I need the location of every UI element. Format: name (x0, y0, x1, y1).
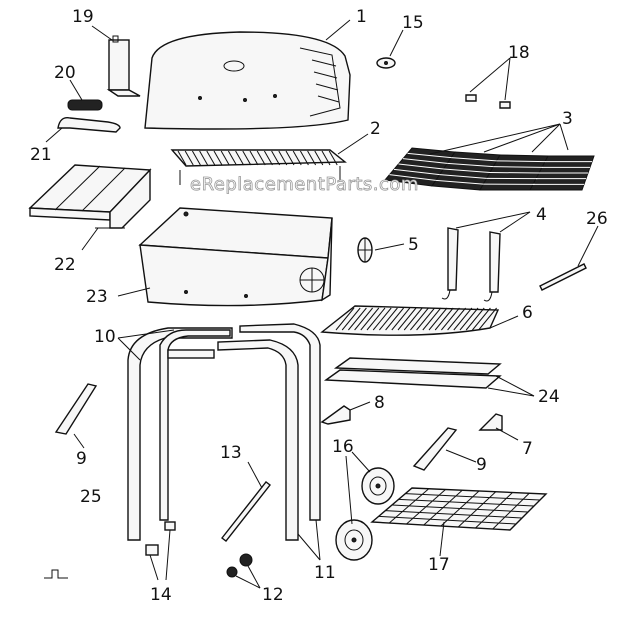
callout-7: 7 (522, 439, 533, 459)
callout-1: 1 (356, 7, 367, 27)
part-3-charcoal-grates (384, 147, 595, 191)
callout-23: 23 (86, 287, 108, 307)
part-15-damper (376, 57, 396, 69)
part-16-wheels (335, 467, 395, 561)
callout-22: 22 (54, 255, 76, 275)
callout-19: 19 (72, 7, 94, 27)
part-22-side-shelf (28, 164, 152, 229)
part-7-angle-bracket (478, 413, 503, 431)
part-9-bracket-left (54, 383, 98, 435)
callout-17: 17 (428, 555, 450, 575)
part-6-charcoal-pan (320, 305, 500, 336)
callout-26: 26 (586, 209, 608, 229)
callout-2: 2 (370, 119, 381, 139)
callout-6: 6 (522, 303, 533, 323)
callout-9-left: 9 (76, 449, 87, 469)
callout-14: 14 (150, 585, 172, 605)
part-12-feet (226, 553, 253, 578)
part-21-handle (57, 117, 121, 133)
part-10-frame (127, 323, 321, 541)
part-4-hangers (441, 227, 501, 302)
part-17-bottom-shelf (370, 487, 548, 531)
callout-5: 5 (408, 235, 419, 255)
part-13-axle (221, 481, 271, 542)
part-23-firebox (138, 207, 333, 307)
callout-16: 16 (332, 437, 354, 457)
callout-13: 13 (220, 443, 242, 463)
callout-4: 4 (536, 205, 547, 225)
callout-10: 10 (94, 327, 116, 347)
watermark: eReplacementParts.com (190, 174, 419, 195)
callout-15: 15 (402, 13, 424, 33)
part-20-grip (67, 99, 103, 111)
part-lid (144, 31, 351, 130)
part-26-tool (539, 263, 587, 291)
callout-9-right: 9 (476, 455, 487, 475)
callout-11: 11 (314, 563, 336, 583)
callout-20: 20 (54, 63, 76, 83)
part-19-bracket (106, 35, 141, 97)
leader-lines (45, 19, 599, 589)
callout-8: 8 (374, 393, 385, 413)
callout-labels: 1 2 3 4 5 6 7 8 9 9 10 11 12 13 14 15 16… (30, 7, 608, 605)
callout-12: 12 (262, 585, 284, 605)
part-24-rails (323, 357, 502, 389)
part-8-angle-bracket (320, 405, 351, 425)
callout-21: 21 (30, 145, 52, 165)
part-2-cooking-grate (170, 149, 347, 185)
callout-25: 25 (80, 487, 102, 507)
part-18-pins (465, 94, 511, 109)
callout-24: 24 (538, 387, 560, 407)
callout-3: 3 (562, 109, 573, 129)
part-14-leg-caps (145, 521, 176, 556)
callout-18: 18 (508, 43, 530, 63)
part-25-clip (44, 569, 68, 579)
part-9-bracket-right (412, 427, 458, 471)
part-5-air-vent (357, 237, 373, 263)
